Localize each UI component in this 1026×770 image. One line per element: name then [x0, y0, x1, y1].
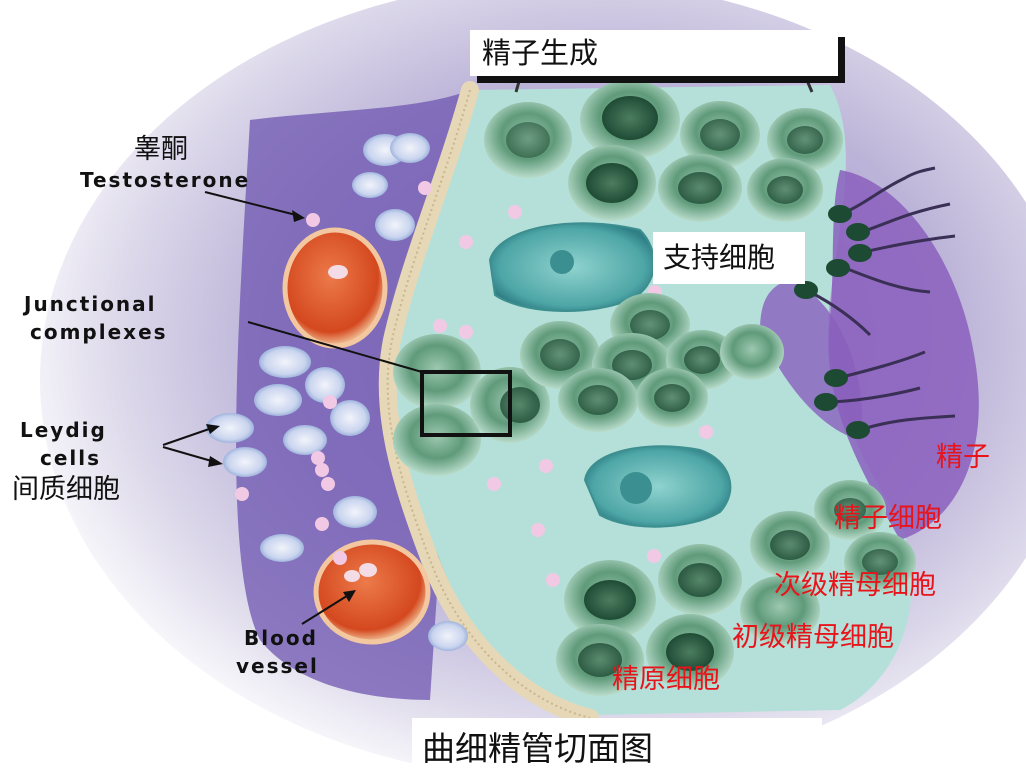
testosterone-droplets: [235, 181, 713, 587]
junctional-label-line2: complexes: [30, 320, 168, 344]
testosterone-en-label: Testosterone: [80, 168, 251, 192]
sertoli-cell-label: 支持细胞: [663, 241, 776, 274]
diagram-caption: 曲细精管切面图: [422, 729, 653, 768]
leydig-cells: [206, 133, 468, 651]
stage-label-spermatozoa: 精子: [936, 442, 990, 473]
sertoli-label-box: 支持细胞: [653, 232, 805, 284]
junctional-complex-box: [420, 370, 512, 437]
blood-vessel-label-line1: Blood: [244, 626, 318, 650]
testosterone-zh-label: 睾酮: [134, 134, 188, 165]
germ-cells-upper: [484, 80, 843, 222]
germ-cells-lower: [556, 480, 916, 696]
junctional-label-line1: Junctional: [24, 292, 157, 316]
stage-label-spermatid: 精子细胞: [834, 503, 942, 534]
leydig-zh-label: 间质细胞: [12, 474, 120, 505]
title-box: 精子生成: [470, 30, 838, 76]
leydig-label-line2: cells: [40, 446, 102, 470]
diagram-title: 精子生成: [482, 36, 599, 70]
germ-cells-middle: [393, 293, 784, 476]
stage-label-spermatogonia: 精原细胞: [612, 664, 720, 695]
junctional-pointer-line: [247, 321, 423, 373]
leydig-label-line1: Leydig: [20, 418, 107, 442]
stage-label-secondary-spermatocyte: 次级精母细胞: [774, 570, 936, 601]
stage-label-primary-spermatocyte: 初级精母细胞: [732, 622, 894, 653]
caption-box: 曲细精管切面图: [412, 718, 822, 770]
sperm-heads: [794, 205, 872, 439]
blood-vessel-label-line2: vessel: [236, 654, 319, 678]
